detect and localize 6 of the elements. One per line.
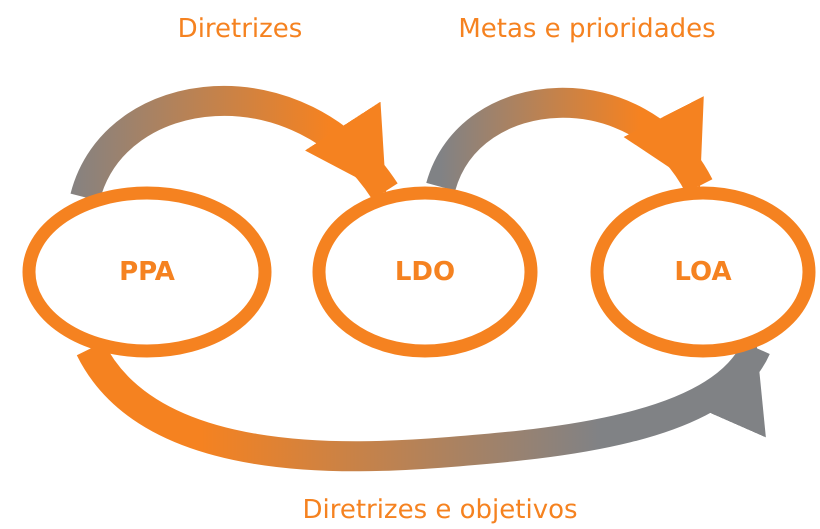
node-label: LDO <box>394 257 456 287</box>
ellipse-node <box>312 186 538 358</box>
node-label: LOA <box>674 257 732 287</box>
node-label: PPA <box>119 257 175 287</box>
ellipse-node <box>22 186 272 358</box>
ellipse-node <box>590 186 816 358</box>
